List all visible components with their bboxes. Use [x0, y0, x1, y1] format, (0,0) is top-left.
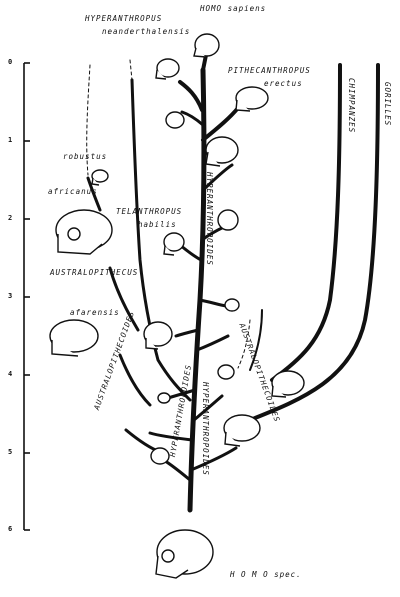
lineage-gorilles — [248, 63, 380, 422]
branch-upper-left — [180, 110, 205, 127]
branch-neanderthal — [178, 80, 204, 112]
branch-pithecanthropus — [201, 106, 240, 142]
branch-mid-right-1 — [201, 163, 234, 192]
axis-tick-label-1: 1 — [8, 136, 13, 144]
skull-pithecanthropus — [235, 86, 269, 112]
label-pithecanthropus: PITHECANTHROPUS — [228, 66, 311, 75]
label-robustus: robustus — [63, 152, 108, 161]
branch-lower-right-1 — [195, 334, 230, 352]
lineage-chimpanzes — [270, 63, 342, 382]
branch-africanus — [108, 266, 140, 332]
skull-gorilla-ancestor — [223, 414, 261, 447]
label-afarensis: afarensis — [70, 308, 120, 317]
skull-australopithecoides-left — [143, 321, 173, 350]
axis-tick-marks — [24, 62, 30, 531]
lineage-right-dashed — [237, 319, 251, 369]
skull-neanderthalensis — [155, 58, 180, 80]
axis-tick-label-6: 6 — [8, 525, 13, 533]
branch-lower-right-2 — [192, 394, 224, 422]
label-chimpanzes: CHIMPANZES — [347, 78, 356, 134]
label-telanthropus: TELANTHROPUS — [116, 207, 183, 216]
skull-upper-right — [205, 136, 239, 167]
branch-mid-right-3 — [198, 298, 228, 308]
label-erectus: erectus — [264, 79, 303, 88]
skull-homo-spec — [155, 529, 214, 579]
skull-lower-right-1 — [217, 364, 235, 380]
branch-left-lower — [118, 353, 152, 407]
main-trunk — [148, 53, 240, 513]
ape-lineages — [237, 63, 380, 422]
skull-chimpanzee — [271, 370, 305, 398]
branch-robustus — [86, 176, 102, 212]
label-hyperanthropoides-lower-right: HYPERANTHROPOIDES — [201, 382, 210, 476]
skull-homo-sapiens — [193, 33, 220, 58]
branch-neanderthal-dashed — [129, 59, 133, 81]
axis-tick-label-4: 4 — [8, 370, 13, 378]
skull-telanthropus — [163, 232, 185, 256]
label-africanus: africanus — [48, 187, 98, 196]
skull-lower-left-1 — [157, 392, 171, 404]
label-australopithecus: AUSTRALOPITHECUS — [50, 268, 139, 277]
label-homo-spec: H O M O spec. — [230, 570, 302, 579]
branch-telanthropus — [178, 243, 203, 262]
axis-tick-label-5: 5 — [8, 448, 13, 456]
skull-africanus — [55, 209, 113, 255]
skull-robustus — [91, 169, 109, 186]
skull-lower-left-2 — [150, 447, 170, 465]
axis-tick-label-2: 2 — [8, 214, 13, 222]
label-gorilles: GORILLES — [383, 82, 392, 127]
branch-afarensis — [174, 328, 200, 338]
branch-lower-left-2 — [148, 431, 194, 442]
label-neanderthalensis: neanderthalensis — [102, 27, 191, 36]
branch-robustus-dashed — [86, 64, 91, 176]
label-hyperanthropus: HYPERANTHROPUS — [85, 14, 163, 23]
branch-lower-right-3 — [189, 446, 238, 472]
skull-upper-left — [165, 111, 185, 129]
skulls — [49, 33, 305, 579]
axis-tick-label-0: 0 — [8, 58, 13, 66]
branch-australopithecus — [130, 78, 192, 402]
label-hyperanthropoides-main: HYPERANTHROPOIDES — [205, 172, 214, 266]
skull-mid-right-1 — [217, 209, 239, 231]
axis-tick-label-3: 3 — [8, 292, 13, 300]
lineage-right-short — [249, 309, 263, 371]
label-homo-sapiens: HOMO sapiens — [200, 4, 267, 13]
label-habilis: habilis — [138, 220, 177, 229]
skull-mid-right-2 — [224, 298, 240, 312]
skull-afarensis — [49, 319, 99, 357]
